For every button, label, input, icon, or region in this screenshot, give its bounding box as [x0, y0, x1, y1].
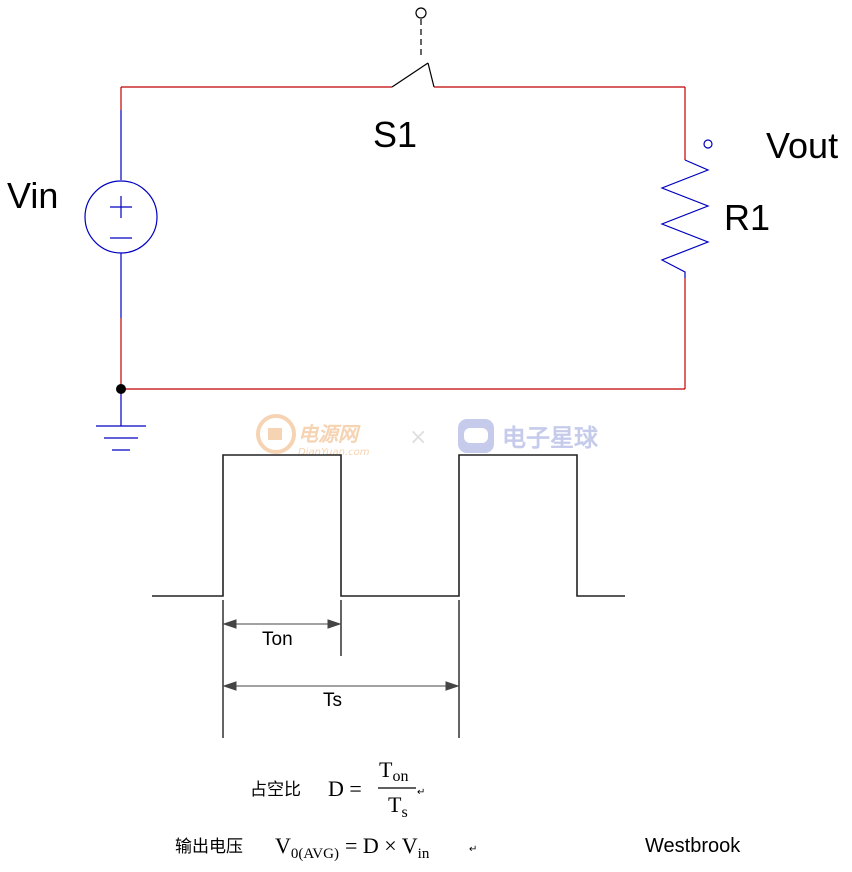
duty-num-sub: on [392, 768, 408, 785]
switch-label: S1 [373, 114, 417, 155]
duty-numerator: Ton [379, 757, 408, 785]
resistor-zigzag [660, 159, 710, 278]
vout-return-mark: ↵ [469, 844, 477, 855]
vout-sub: 0(AVG) [291, 846, 339, 862]
circuit-wires [120, 86, 686, 390]
watermark-times: × [409, 425, 427, 450]
duty-label: 占空比 [250, 780, 301, 800]
switch-actuator-knob [415, 7, 427, 19]
switch-s1 [391, 7, 435, 88]
vout-formula: V0(AVG) = D × Vin [275, 833, 430, 862]
vout-v: V [275, 833, 291, 858]
author-label: Westbrook [645, 835, 741, 857]
ts-label: Ts [323, 690, 342, 711]
watermark-plug-icon [256, 414, 296, 454]
switch-contact [427, 62, 435, 88]
ton-arrow-left [222, 619, 237, 629]
ts-arrow-right [445, 681, 460, 691]
pwm-waveform [152, 454, 625, 597]
ton-arrow-right [327, 619, 342, 629]
resistor-label: R1 [724, 197, 770, 238]
ton-dimension [222, 619, 342, 629]
ton-label: Ton [262, 629, 293, 650]
ground-node-dot [116, 384, 126, 394]
duty-den-main: T [388, 792, 402, 817]
vout-label: 输出电压 [175, 837, 243, 857]
watermark-site-cn: 电源网 [298, 422, 361, 446]
watermark-plug-body [268, 428, 282, 440]
duty-num-main: T [379, 757, 393, 782]
duty-lhs: D = [328, 776, 362, 801]
vout-terminal [703, 139, 713, 149]
dimension-extension-lines [222, 600, 460, 738]
duty-denominator: Ts [388, 792, 408, 821]
ground-symbol [96, 389, 146, 451]
resistor-r1 [660, 159, 710, 278]
output-label: Vout [766, 125, 838, 166]
source-label: Vin [7, 175, 58, 216]
voltage-source [84, 110, 158, 318]
vout-rhs-sub: in [418, 846, 430, 862]
switch-blade [391, 62, 429, 88]
watermark-robot-face [464, 428, 488, 443]
watermark-partner: 电子星球 [502, 424, 599, 452]
ts-dimension [222, 681, 460, 691]
watermark: 电源网 DianYuan.com × 电子星球 [256, 414, 599, 458]
watermark-site-en: DianYuan.com [298, 447, 370, 458]
duty-den-sub: s [401, 804, 407, 821]
vout-rhs-main: = D × V [345, 833, 418, 858]
ts-arrow-left [222, 681, 237, 691]
duty-return-mark: ↵ [417, 787, 425, 798]
